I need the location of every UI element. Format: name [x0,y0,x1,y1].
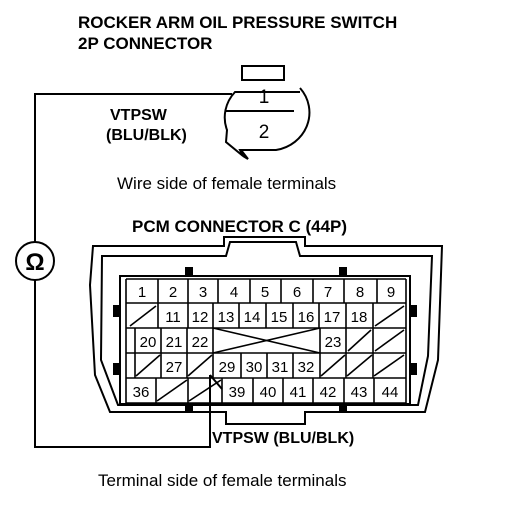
pcm-cell-42: 42 [320,384,337,401]
pcm-cell-32: 32 [298,359,315,376]
title-line1: ROCKER ARM OIL PRESSURE SWITCH [78,13,397,32]
pcm-cell-1: 1 [138,284,146,301]
pcm-cell-21: 21 [166,334,183,351]
pcm-cell-43: 43 [351,384,368,401]
pcm-cell-18: 18 [351,309,368,326]
pcm-cell-grid [125,278,407,404]
caption-wire-side: Wire side of female terminals [117,174,336,193]
pcm-cell-11: 11 [165,309,181,326]
title-line2: 2P CONNECTOR [78,34,212,53]
caption-terminal-side: Terminal side of female terminals [98,471,346,490]
pcm-cell-31: 31 [272,359,289,376]
switch-pin-2: 2 [259,122,270,143]
pcm-cell-40: 40 [260,384,277,401]
ohmmeter-icon: Ω [15,241,55,281]
pcm-cell-29: 29 [219,359,236,376]
pcm-cell-labels: 1 2 3 4 5 6 7 8 9 11 12 13 14 15 16 17 1… [133,284,399,401]
pcm-cell-9: 9 [387,284,395,301]
pcm-cell-7: 7 [324,284,332,301]
switch-pin-1: 1 [259,87,270,108]
pcm-cell-12: 12 [192,309,209,326]
pcm-cell-39: 39 [229,384,246,401]
pcm-cell-2: 2 [169,284,177,301]
pcm-cell-3: 3 [199,284,207,301]
switch-signal-wire: (BLU/BLK) [106,127,187,144]
pcm-cell-41: 41 [290,384,307,401]
pcm-signal-label: VTPSW (BLU/BLK) [212,430,354,447]
pcm-cell-22: 22 [192,334,209,351]
pcm-cell-5: 5 [261,284,269,301]
probe-lead [209,374,223,390]
pcm-cell-15: 15 [271,309,288,326]
pcm-cell-36: 36 [133,384,150,401]
pcm-cell-44: 44 [382,384,399,401]
pcm-connector-housing [88,236,444,425]
switch-signal-label: VTPSW [110,107,168,124]
pcm-cell-14: 14 [244,309,261,326]
pcm-cell-8: 8 [356,284,364,301]
pcm-cell-30: 30 [246,359,263,376]
pcm-connector-title: PCM CONNECTOR C (44P) [132,217,347,236]
pcm-cell-13: 13 [218,309,235,326]
pcm-cell-27: 27 [166,359,183,376]
switch-2p-connector [223,65,311,160]
pcm-cell-17: 17 [324,309,341,326]
ohm-symbol: Ω [25,249,44,276]
pcm-cell-4: 4 [230,284,238,301]
pcm-cell-23: 23 [325,334,342,351]
pcm-cell-6: 6 [293,284,301,301]
pcm-cell-20: 20 [140,334,157,351]
pcm-cell-16: 16 [298,309,315,326]
